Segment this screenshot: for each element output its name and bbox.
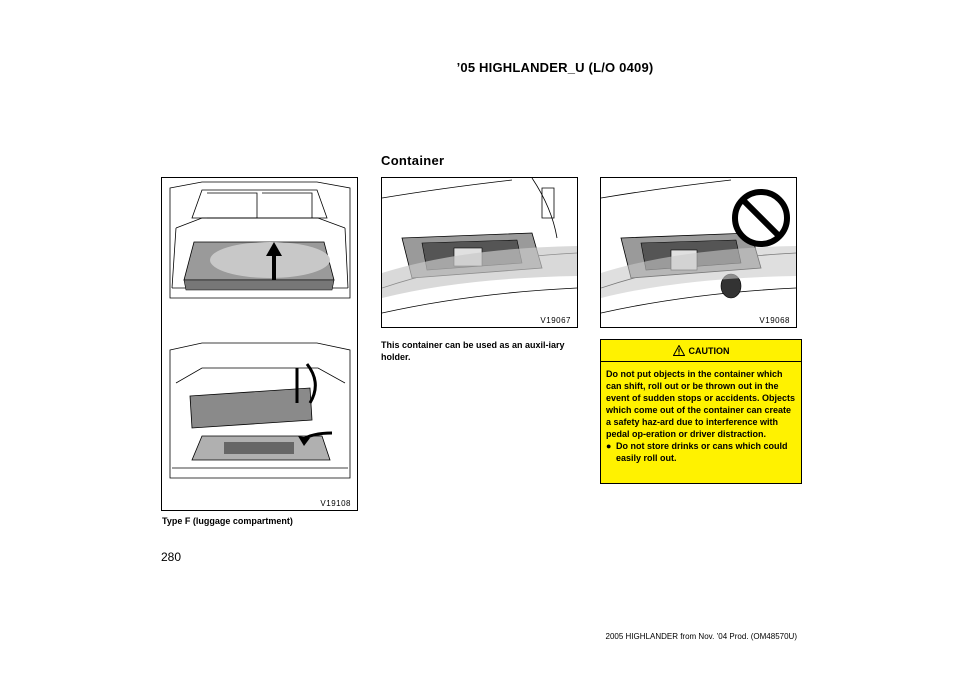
figure-code: V19068 <box>759 316 790 325</box>
page-number: 280 <box>161 550 182 564</box>
caution-paragraph: Do not put objects in the container whic… <box>606 369 796 439</box>
caution-heading: CAUTION <box>688 345 730 356</box>
caution-body: Do not put objects in the container whic… <box>601 362 801 464</box>
caution-bullet-text: Do not store drinks or cans which could … <box>616 441 788 463</box>
caution-box: CAUTION Do not put objects in the contai… <box>600 339 802 484</box>
warning-icon <box>672 345 685 356</box>
footer-text: 2005 HIGHLANDER from Nov. ’04 Prod. (OM4… <box>605 632 797 641</box>
figure-code: V19108 <box>320 499 351 508</box>
container-illustration: V19067 <box>381 177 578 328</box>
caution-bullet: ● Do not store drinks or cans which coul… <box>606 440 796 464</box>
luggage-compartment-illustration: V19108 <box>161 177 358 511</box>
figure-caption: Type F (luggage compartment) <box>162 516 293 526</box>
figure-code: V19067 <box>540 316 571 325</box>
bullet-icon: ● <box>606 441 612 451</box>
prohibited-icon <box>732 189 790 247</box>
prohibited-use-illustration: V19068 <box>600 177 797 328</box>
body-text: This container can be used as an auxil-i… <box>381 340 565 362</box>
header-title: ’05 HIGHLANDER_U (L/O 0409) <box>456 60 654 75</box>
section-title: Container <box>381 153 445 168</box>
caution-header: CAUTION <box>601 340 801 362</box>
